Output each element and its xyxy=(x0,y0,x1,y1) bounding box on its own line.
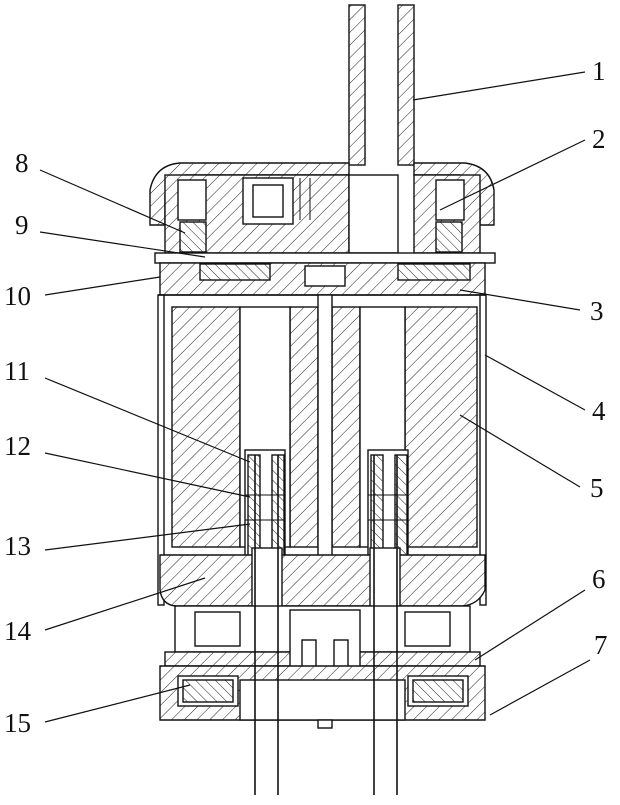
label-12: 12 xyxy=(4,431,31,461)
label-15: 15 xyxy=(4,708,31,738)
base-14 xyxy=(159,547,486,609)
label-1: 1 xyxy=(592,56,606,86)
label-2: 2 xyxy=(592,124,606,154)
label-3: 3 xyxy=(590,296,604,326)
label-4: 4 xyxy=(592,396,606,426)
label-13: 13 xyxy=(4,531,31,561)
body-5 xyxy=(171,294,478,586)
plates-9-10 xyxy=(154,252,496,296)
label-8: 8 xyxy=(15,148,29,178)
label-9: 9 xyxy=(15,210,29,240)
label-11: 11 xyxy=(4,356,30,386)
callout-labels: 1 2 3 4 5 6 7 8 9 10 11 12 13 14 15 xyxy=(4,56,608,738)
tube-1 xyxy=(348,4,415,166)
label-14: 14 xyxy=(4,616,32,646)
label-5: 5 xyxy=(590,473,604,503)
label-10: 10 xyxy=(4,281,31,311)
label-6: 6 xyxy=(592,564,606,594)
top-cap xyxy=(149,162,495,254)
bottom-15-7 xyxy=(159,665,486,729)
leader-lines xyxy=(39,71,591,723)
lead-wires xyxy=(254,455,398,795)
label-7: 7 xyxy=(594,630,608,660)
magnet-8 xyxy=(179,221,463,253)
